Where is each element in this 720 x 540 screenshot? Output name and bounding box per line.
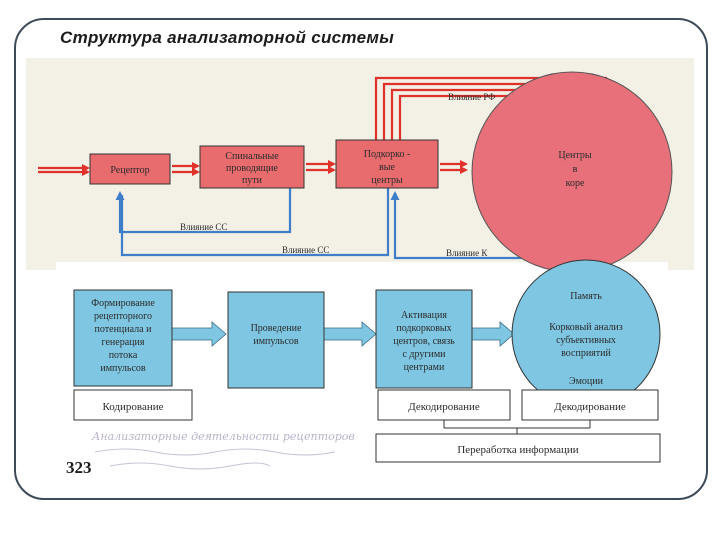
spinal-paths-label-2: проводящие <box>226 163 278 174</box>
cortex-label-1: Центры <box>558 150 592 161</box>
potential-generation-box <box>73 289 173 387</box>
page-number: 323 <box>66 458 92 477</box>
spinal-paths-label-1: Спинальные <box>225 151 279 162</box>
box1-line-5: потока <box>109 350 138 361</box>
decoding-box-2 <box>521 389 659 421</box>
box1-line-6: импульсов <box>100 363 146 374</box>
emotions-label: Эмоции <box>569 376 604 387</box>
bottom-flow-arrows <box>171 321 515 347</box>
slide-title: Структура анализаторной системы <box>60 28 395 47</box>
subcortical-activation-box <box>375 289 473 389</box>
analysis-line-3: восприятий <box>561 348 611 359</box>
ss-influence-arrow-1 <box>115 188 292 234</box>
decoding-box-1 <box>377 389 511 421</box>
box3-line-1: Активация <box>401 310 447 321</box>
decoding-label-2: Декодирование <box>554 401 626 413</box>
handwritten-note: Анализаторные деятельности рецепторов <box>91 430 355 443</box>
box2-line-2: импульсов <box>253 336 299 347</box>
impulse-conduction-box <box>227 291 325 389</box>
flow-arrow-2 <box>323 321 377 347</box>
box1-line-2: рецепторного <box>94 311 152 322</box>
info-processing-box <box>375 433 661 463</box>
analysis-line-1: Корковый анализ <box>549 322 622 333</box>
coding-label: Кодирование <box>102 401 163 413</box>
decoding-label-1: Декодирование <box>408 401 480 413</box>
box3-line-2: подкорковых <box>396 323 451 334</box>
influence-rf-label: Влияние РФ <box>448 92 495 102</box>
receptors-box <box>89 153 171 185</box>
subcortical-centers-box <box>335 139 439 189</box>
analysis-line-2: субъективных <box>556 335 616 346</box>
influence-k-label: Влияние К <box>446 248 488 258</box>
box1-line-4: генерация <box>102 337 145 348</box>
box2-line-1: Проведение <box>251 323 302 334</box>
memory-label: Память <box>570 291 602 302</box>
box1-line-1: Формирование <box>91 298 155 309</box>
box1-line-3: потенциала и <box>95 324 153 335</box>
box3-line-5: центрами <box>404 362 445 373</box>
ss-influence-line-2 <box>120 188 390 257</box>
receptors-label: Рецептор <box>110 165 149 176</box>
influence-ss-label-2: Влияние СС <box>282 245 329 255</box>
box3-line-3: центров, связь <box>393 336 455 347</box>
spinal-paths-label-3: пути <box>242 175 263 186</box>
flow-arrow-1 <box>171 321 227 347</box>
handwritten-scribble-2 <box>109 462 271 470</box>
coding-box <box>73 389 193 421</box>
influence-ss-label-1: Влияние СС <box>180 222 227 232</box>
info-processing-label: Переработка информации <box>457 444 578 456</box>
subcortical-label-2: вые <box>379 162 395 173</box>
flow-arrow-3 <box>469 321 515 347</box>
box3-line-4: с другими <box>402 349 446 360</box>
handwritten-scribble-1 <box>94 448 336 456</box>
spinal-paths-box <box>199 145 305 189</box>
processing-bracket <box>443 420 591 434</box>
subcortical-label-1: Подкорко - <box>364 149 411 160</box>
cortex-label-2: в <box>573 164 578 175</box>
cortex-label-3: коре <box>566 178 585 189</box>
subcortical-label-3: центры <box>371 175 403 186</box>
